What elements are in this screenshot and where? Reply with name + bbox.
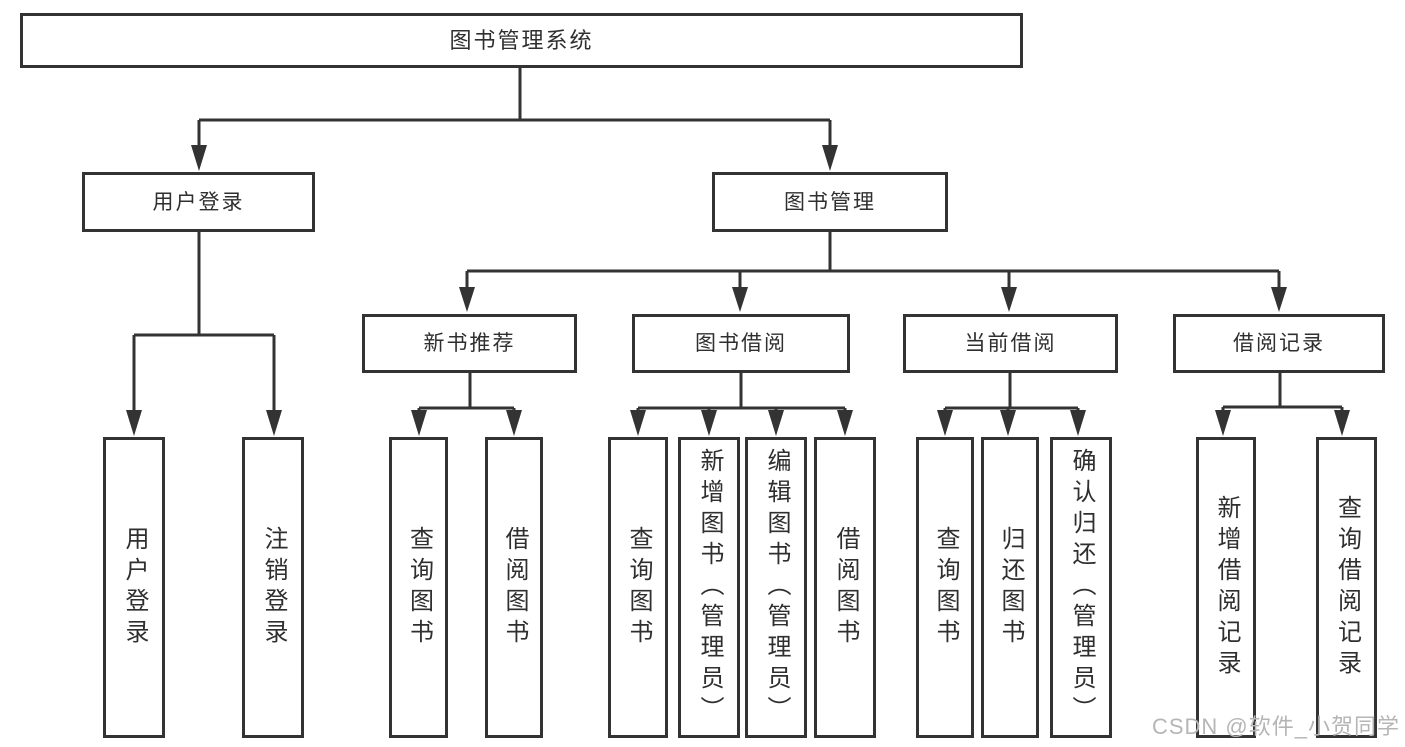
- connector-bookmgmt-to-level3: [465, 232, 1281, 290]
- connector-newbook-to-leaves: [417, 373, 516, 414]
- leaf-newbook-borrow-books: 借阅图书: [485, 437, 543, 738]
- connector-borrow-to-leaves: [636, 373, 847, 414]
- arrow-down-icon: [1271, 287, 1287, 312]
- leaf-current-confirm-return-admin: 确认归还（管理员）: [1050, 437, 1112, 738]
- node-library-management-system: 图书管理系统: [20, 13, 1023, 68]
- arrow-down-icon: [191, 145, 207, 171]
- node-current-borrowing: 当前借阅: [903, 314, 1118, 373]
- connector-root-to-level2: [197, 68, 832, 148]
- arrow-down-icon: [1334, 410, 1350, 436]
- csdn-watermark: CSDN @软件_小贺同学: [1151, 714, 1400, 739]
- arrow-down-icon: [822, 145, 838, 171]
- node-book-borrowing: 图书借阅: [632, 314, 850, 373]
- arrow-down-icon: [1001, 287, 1017, 312]
- leaf-borrow-borrow-books: 借阅图书: [814, 437, 876, 738]
- leaf-records-query-record: 查询借阅记录: [1316, 437, 1377, 738]
- node-borrowing-records: 借阅记录: [1173, 314, 1385, 373]
- arrow-down-icon: [506, 410, 522, 436]
- arrow-down-icon: [701, 410, 717, 436]
- leaf-borrow-add-books-admin: 新增图书（管理员）: [678, 437, 740, 738]
- arrow-down-icon: [837, 410, 853, 436]
- arrow-down-icon: [1070, 410, 1086, 436]
- arrow-down-icon: [630, 410, 646, 436]
- leaf-current-query-books: 查询图书: [916, 437, 974, 738]
- arrow-down-icon: [732, 287, 748, 312]
- connector-records-to-leaves: [1221, 373, 1344, 414]
- leaf-logout: 注销登录: [242, 437, 304, 738]
- arrow-down-icon: [411, 410, 427, 436]
- leaf-borrow-query-books: 查询图书: [608, 437, 668, 738]
- arrow-down-icon: [266, 410, 282, 436]
- node-new-book-recommendation: 新书推荐: [362, 314, 577, 373]
- connector-current-to-leaves: [943, 373, 1080, 414]
- leaf-user-login: 用户登录: [103, 437, 165, 738]
- node-book-management: 图书管理: [712, 172, 948, 232]
- leaf-newbook-query-books: 查询图书: [389, 437, 448, 738]
- arrow-down-icon: [126, 410, 142, 436]
- arrow-down-icon: [1215, 410, 1231, 436]
- node-user-login: 用户登录: [82, 172, 315, 232]
- leaf-records-add-record: 新增借阅记录: [1196, 437, 1256, 738]
- arrow-down-icon: [1000, 410, 1016, 436]
- leaf-borrow-edit-books-admin: 编辑图书（管理员）: [745, 437, 807, 738]
- arrow-down-icon: [459, 287, 475, 312]
- arrow-down-icon: [937, 410, 953, 436]
- connector-userlogin-to-leaves: [132, 232, 276, 412]
- leaf-current-return-books: 归还图书: [981, 437, 1039, 738]
- arrow-down-icon: [768, 410, 784, 436]
